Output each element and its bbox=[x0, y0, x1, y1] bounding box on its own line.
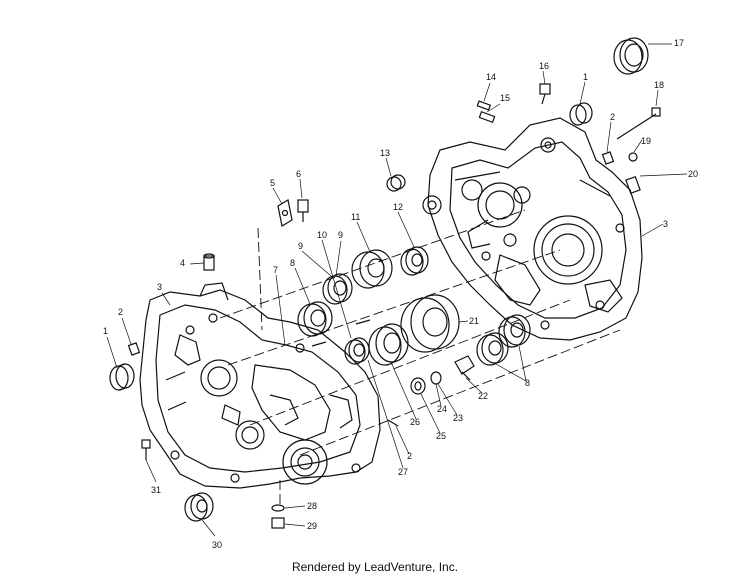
callout-23: 23 bbox=[453, 413, 463, 423]
callout-3-right: 3 bbox=[663, 219, 668, 229]
callout-27: 27 bbox=[398, 467, 408, 477]
callout-26: 26 bbox=[410, 417, 420, 427]
callout-15: 15 bbox=[500, 93, 510, 103]
part-5-bracket bbox=[277, 199, 293, 227]
part-14-15-shims bbox=[476, 100, 496, 123]
leader-lines bbox=[106, 43, 688, 537]
callout-6: 6 bbox=[296, 169, 301, 179]
part-13-plug bbox=[386, 174, 406, 192]
callout-13: 13 bbox=[380, 148, 390, 158]
part-20-pin bbox=[625, 175, 641, 195]
part-4-stud bbox=[203, 253, 215, 271]
callout-12: 12 bbox=[393, 202, 403, 212]
part-1-right-plug bbox=[569, 102, 593, 126]
callout-2-right: 2 bbox=[610, 112, 615, 122]
bearing-10 bbox=[344, 337, 370, 365]
part-31-bolt bbox=[141, 439, 151, 460]
callout-8-right: 8 bbox=[525, 378, 530, 388]
part-23-oring bbox=[430, 371, 442, 385]
part-2-right-dowel bbox=[601, 151, 615, 165]
callout-9-upper: 9 bbox=[338, 230, 343, 240]
callout-10: 10 bbox=[317, 230, 327, 240]
footer-attribution: Rendered by LeadVenture, Inc. bbox=[291, 560, 459, 574]
callout-1-right: 1 bbox=[583, 72, 588, 82]
callout-2-left: 2 bbox=[118, 307, 123, 317]
part-18-long-bolt bbox=[616, 107, 661, 140]
assembly-lines bbox=[219, 209, 621, 505]
bearing-12 bbox=[400, 246, 429, 276]
part-25-seal bbox=[410, 377, 426, 395]
callout-3-left: 3 bbox=[157, 282, 162, 292]
callout-19: 19 bbox=[641, 136, 651, 146]
bearing-21 bbox=[400, 294, 460, 353]
callout-4: 4 bbox=[180, 258, 185, 268]
callout-11: 11 bbox=[351, 212, 360, 222]
callout-8-left: 8 bbox=[290, 258, 295, 268]
callout-18: 18 bbox=[654, 80, 664, 90]
callout-14: 14 bbox=[486, 72, 496, 82]
callout-21: 21 bbox=[469, 316, 479, 326]
part-2-left-dowel bbox=[127, 342, 141, 356]
bearing-8-right bbox=[476, 314, 531, 366]
part-30-grommet bbox=[184, 492, 214, 522]
part-1-left-plug bbox=[109, 363, 135, 391]
part-27-screw bbox=[311, 319, 399, 427]
part-22-actuator bbox=[454, 355, 475, 381]
part-19-nut bbox=[628, 152, 638, 162]
callout-16: 16 bbox=[539, 61, 549, 71]
bearing-9-left bbox=[322, 273, 353, 305]
callout-9-lower: 9 bbox=[298, 241, 303, 251]
callout-labels: 1 2 3 4 5 6 7 8 9 10 9 11 12 13 14 15 16… bbox=[103, 38, 698, 550]
callout-25: 25 bbox=[436, 431, 446, 441]
left-crankcase-half bbox=[139, 282, 381, 489]
bearing-8-left bbox=[297, 301, 333, 337]
callout-7: 7 bbox=[273, 265, 278, 275]
callout-29: 29 bbox=[307, 521, 317, 531]
callout-5: 5 bbox=[270, 178, 275, 188]
callout-1-left: 1 bbox=[103, 326, 108, 336]
bearing-26 bbox=[368, 323, 409, 366]
callout-20: 20 bbox=[688, 169, 698, 179]
callout-24: 24 bbox=[437, 404, 447, 414]
part-6-bolt bbox=[297, 199, 309, 222]
callout-31: 31 bbox=[151, 485, 161, 495]
callout-28: 28 bbox=[307, 501, 317, 511]
callout-17: 17 bbox=[674, 38, 684, 48]
part-16-bolt bbox=[539, 83, 551, 105]
callout-22: 22 bbox=[478, 391, 488, 401]
right-crankcase-half bbox=[422, 117, 643, 341]
callout-2-lower: 2 bbox=[407, 451, 412, 461]
part-28-29-drain-plug bbox=[271, 504, 285, 529]
bearing-11 bbox=[351, 249, 393, 289]
callout-30: 30 bbox=[212, 540, 222, 550]
part-17-oil-seal bbox=[613, 37, 649, 75]
